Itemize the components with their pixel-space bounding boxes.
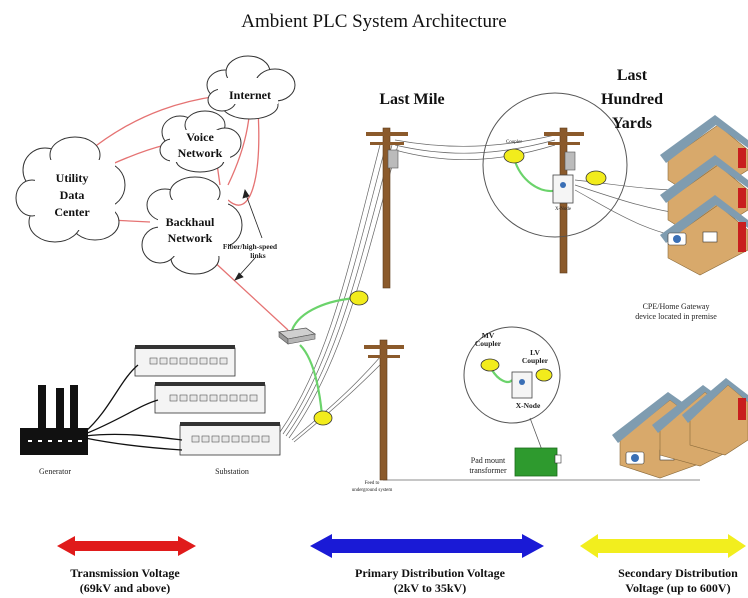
cpe-label-1: CPE/Home Gateway — [643, 302, 710, 311]
lv-coupler-label-1: LV — [530, 348, 540, 357]
mv-coupler-label-2: Coupler — [475, 339, 502, 348]
backhaul-label-1: Backhaul — [166, 215, 215, 229]
xnode-top-label: X-Node — [555, 207, 572, 212]
internet-cloud: Internet — [206, 55, 296, 120]
xnode-top-device — [552, 174, 574, 204]
substation-building-3 — [179, 422, 281, 456]
secondary-voltage-label-2: Voltage (up to 600V) — [625, 581, 730, 595]
last-hundred-yards-label-2: Hundred — [601, 91, 663, 108]
pole-bottom — [364, 339, 404, 481]
houses-bottom — [612, 378, 748, 479]
utility-label-2: Data — [60, 188, 85, 202]
houses-top — [660, 115, 748, 276]
fiber-label-2: links — [250, 251, 266, 260]
last-mile-label: Last Mile — [379, 91, 444, 108]
utility-label-3: Center — [54, 205, 90, 219]
mv-coupler-label-1: MV — [482, 331, 495, 340]
substation-building-1 — [134, 345, 236, 377]
substation-building-2 — [154, 382, 266, 414]
zoom-circle-top — [482, 92, 628, 238]
feed-label-2: underground system — [352, 488, 393, 493]
transmission-voltage-label-1: Transmission Voltage — [70, 566, 180, 580]
fiber-arrows — [234, 189, 263, 281]
transmission-lines — [84, 364, 183, 451]
lv-coupler-label-2: Coupler — [522, 356, 549, 365]
pole-last-mile — [366, 127, 408, 289]
utility-label-1: Utility — [56, 171, 89, 185]
secondary-voltage-label-1: Secondary Distribution — [618, 566, 738, 580]
utility-data-center-cloud: Utility Data Center — [15, 136, 126, 243]
network-switch — [278, 327, 317, 345]
secondary-arrow — [580, 534, 746, 558]
pad-mount-label-2: transformer — [469, 466, 507, 475]
backhaul-label-2: Network — [168, 231, 213, 245]
xnode-bottom-device — [511, 371, 533, 399]
xnode-bottom-label: X-Node — [516, 401, 541, 410]
generator-label: Generator — [39, 467, 71, 476]
backhaul-network-cloud: Backhaul Network — [141, 176, 243, 275]
pad-mount-transformer — [514, 447, 562, 477]
primary-arrow — [310, 534, 544, 558]
fiber-label-1: Fiber/high-speed — [223, 242, 278, 251]
diagram-title: Ambient PLC System Architecture — [241, 11, 506, 32]
zoom-circle-bottom — [463, 326, 561, 451]
voice-label-1: Voice — [186, 130, 214, 144]
transmission-arrow — [57, 536, 196, 556]
pad-mount-label-1: Pad mount — [471, 456, 506, 465]
primary-voltage-label-1: Primary Distribution Voltage — [355, 566, 506, 580]
voice-network-cloud: Voice Network — [159, 110, 242, 173]
transmission-voltage-label-2: (69kV and above) — [80, 581, 170, 595]
generator — [20, 385, 88, 455]
substation-label: Substation — [215, 467, 249, 476]
voice-label-2: Network — [178, 146, 223, 160]
internet-label: Internet — [229, 88, 271, 102]
last-hundred-yards-label-1: Last — [617, 67, 648, 84]
couplers — [313, 148, 607, 426]
feed-label-1: Feed to — [365, 481, 380, 486]
last-hundred-yards-label-3: Yards — [612, 115, 652, 132]
primary-voltage-label-2: (2kV to 35kV) — [394, 581, 466, 595]
cpe-label-2: device located in premise — [635, 312, 717, 321]
coupler-top-label: Coupler — [506, 140, 522, 145]
